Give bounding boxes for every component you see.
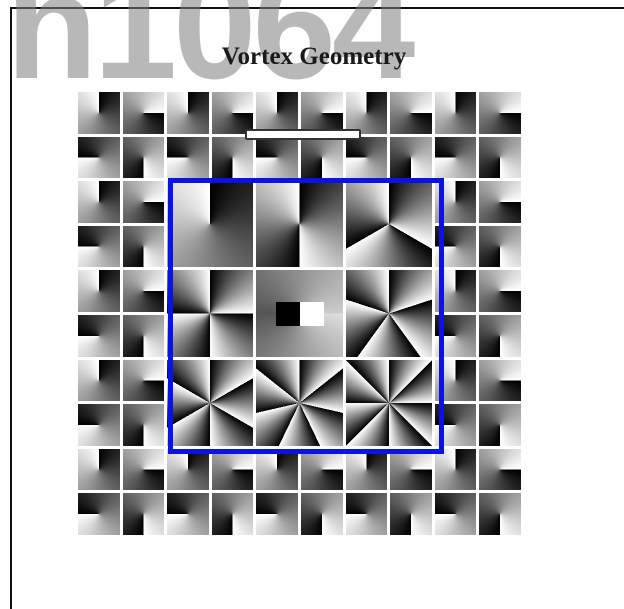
vortex-tile (78, 404, 120, 446)
vortex-tile-charge-5 (345, 270, 432, 357)
vortex-tile-charge-1 (167, 181, 254, 268)
vortex-tile (301, 136, 343, 179)
vortex-tile (256, 448, 298, 491)
vortex-tile (122, 493, 165, 535)
vortex-tile (167, 92, 209, 134)
vortex-tile (301, 448, 343, 491)
vortex-tile (122, 448, 165, 491)
vortex-tile (78, 225, 120, 268)
vortex-tile (479, 92, 521, 134)
vortex-tile-charge-4 (167, 270, 254, 357)
scribble-mark (245, 129, 361, 140)
vortex-tile (211, 448, 254, 491)
vortex-tile (390, 493, 432, 535)
vortex-tile (122, 359, 165, 402)
vortex-tile (434, 493, 477, 535)
vortex-tile (78, 493, 120, 535)
highlight-box (168, 178, 444, 454)
vortex-tile (211, 136, 254, 179)
vortex-tile (479, 136, 521, 179)
vortex-tile (211, 92, 254, 134)
vortex-tile (78, 359, 120, 402)
vortex-tile (434, 136, 477, 179)
vortex-tile (479, 315, 521, 357)
vortex-tile (167, 136, 209, 179)
vortex-tile (479, 404, 521, 446)
vortex-tile (122, 270, 165, 312)
vortex-tile (390, 136, 432, 179)
vortex-tile (301, 92, 343, 134)
vortex-tile (122, 181, 165, 223)
vortex-tile (479, 225, 521, 268)
vortex-phase-grid (78, 92, 524, 538)
vortex-tile (479, 181, 521, 223)
vortex-tile-charge-6 (167, 359, 254, 446)
vortex-tile (479, 359, 521, 402)
vortex-tile (78, 136, 120, 179)
vortex-tile (122, 92, 165, 134)
vortex-tile (78, 181, 120, 223)
vortex-tile (122, 315, 165, 357)
black-square (276, 302, 301, 327)
vortex-tile (167, 448, 209, 491)
vortex-tile (256, 92, 298, 134)
center-null-tile (256, 270, 343, 357)
vortex-tile-charge-3 (345, 181, 432, 268)
figure-title: Vortex Geometry (221, 43, 407, 70)
watermark-text: n1064 (6, 0, 415, 110)
vortex-tile (479, 448, 521, 491)
vortex-tile-charge-7 (256, 359, 343, 446)
vortex-tile (78, 92, 120, 134)
vortex-tile (256, 136, 298, 179)
vortex-tile (211, 493, 254, 535)
vortex-tile (345, 493, 388, 535)
vortex-tile (434, 448, 477, 491)
vortex-tile (479, 270, 521, 312)
vortex-tile (390, 92, 432, 134)
white-square (300, 302, 325, 327)
vortex-tile (167, 493, 209, 535)
vortex-tile (122, 404, 165, 446)
vortex-tile (345, 136, 388, 179)
vortex-tile-charge-8 (345, 359, 432, 446)
vortex-tile (78, 448, 120, 491)
vortex-tile (122, 136, 165, 179)
vortex-tile-charge-2 (256, 181, 343, 268)
vortex-tile (122, 225, 165, 268)
vortex-tile (345, 92, 388, 134)
vortex-tile (78, 270, 120, 312)
vortex-tile (345, 448, 388, 491)
vortex-tile (390, 448, 432, 491)
vortex-tile (301, 493, 343, 535)
vortex-tile (256, 493, 298, 535)
vortex-tile (479, 493, 521, 535)
vortex-tile (78, 315, 120, 357)
vortex-tile (434, 92, 477, 134)
